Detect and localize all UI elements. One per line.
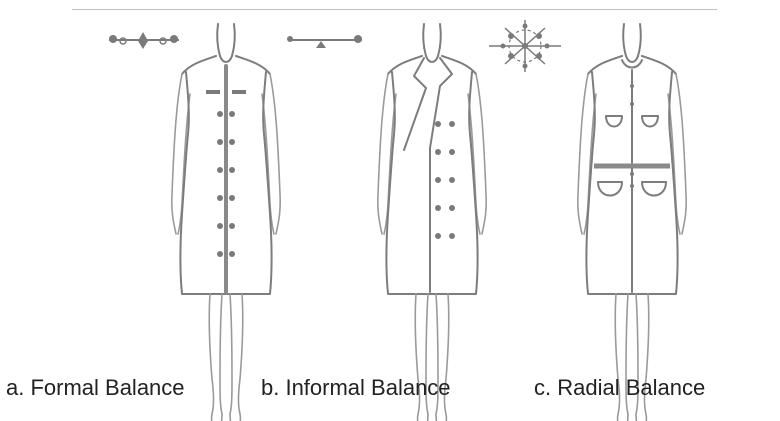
caption-informal-balance: b. Informal Balance <box>261 375 451 400</box>
top-divider <box>72 9 717 10</box>
formal-dress-figure <box>170 23 282 421</box>
asymmetrical-seesaw-icon <box>287 35 362 48</box>
informal-dress-figure <box>376 23 488 421</box>
caption-radial-balance: c. Radial Balance <box>534 375 706 400</box>
symmetrical-seesaw-icon <box>109 32 179 49</box>
radial-starburst-icon <box>489 20 561 72</box>
caption-formal-balance: a. Formal Balance <box>6 375 185 400</box>
radial-dress-figure <box>576 23 688 421</box>
